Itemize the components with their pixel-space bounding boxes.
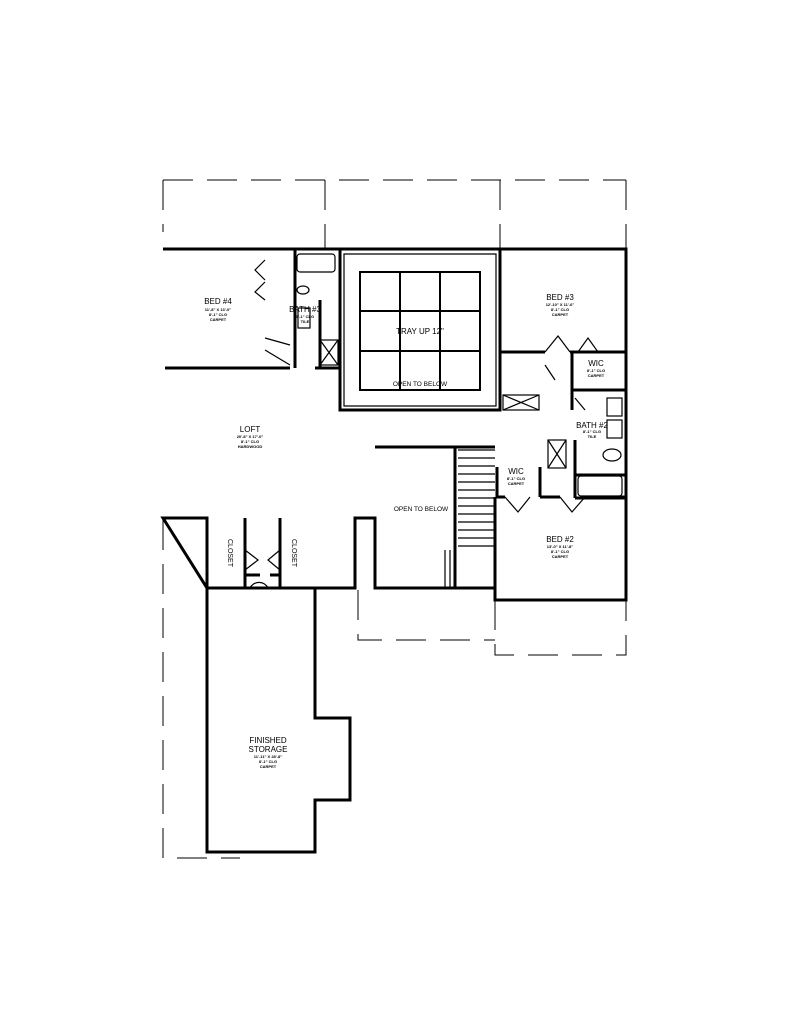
svg-text:8'-1" CLG: 8'-1" CLG [209,312,227,317]
svg-text:11'-11" X 28'-8": 11'-11" X 28'-8" [254,754,282,759]
svg-text:CARPET: CARPET [552,554,569,559]
room-bath3: BATH #3 8'-1" CLG TILE [289,305,321,324]
tray-ceiling-grid [359,271,481,391]
svg-text:HARDWOOD: HARDWOOD [238,444,263,449]
svg-text:13'-0" X 11'-8": 13'-0" X 11'-8" [547,544,573,549]
svg-text:WIC: WIC [508,467,524,476]
svg-text:8'-1" CLG: 8'-1" CLG [259,759,277,764]
closet-label-left: CLOSET [226,539,233,568]
svg-text:CARPET: CARPET [210,317,227,322]
room-storage: FINISHED STORAGE 11'-11" X 28'-8" 8'-1" … [249,736,288,769]
svg-text:8'-1" CLG: 8'-1" CLG [507,476,525,481]
svg-text:8'-1" CLG: 8'-1" CLG [587,368,605,373]
roof-outline [162,179,627,859]
svg-text:CARPET: CARPET [508,481,525,486]
svg-text:TILE: TILE [588,434,597,439]
closet-label-right: CLOSET [290,539,297,568]
svg-text:FINISHED: FINISHED [249,736,287,745]
svg-text:CARPET: CARPET [588,373,605,378]
svg-text:TRAY UP 12": TRAY UP 12" [396,327,444,336]
room-bath2: BATH #2 8'-1" CLG TILE [576,421,608,439]
exterior-walls [160,247,628,854]
room-bed4: BED #4 11'-8" X 13'-0" 8'-1" CLG CARPET [204,297,232,322]
room-tray: TRAY UP 12" OPEN TO BELOW [393,327,448,388]
room-wic3: WIC 8'-1" CLG CARPET [587,359,605,378]
svg-text:11'-8" X 13'-0": 11'-8" X 13'-0" [205,307,231,312]
svg-text:BED #2: BED #2 [546,535,574,544]
svg-text:OPEN TO BELOW: OPEN TO BELOW [393,381,448,388]
svg-text:12'-10" X 11'-6": 12'-10" X 11'-6" [546,302,575,307]
svg-text:8'-1" CLG: 8'-1" CLG [583,429,601,434]
svg-text:CARPET: CARPET [552,312,569,317]
svg-text:BATH #2: BATH #2 [576,421,608,430]
svg-text:STORAGE: STORAGE [249,745,288,754]
svg-text:WIC: WIC [588,359,604,368]
doors [244,259,599,589]
svg-text:8'-1" CLG: 8'-1" CLG [551,307,569,312]
room-wic2: WIC 8'-1" CLG CARPET [507,467,525,486]
svg-text:BED #3: BED #3 [546,293,574,302]
svg-text:20'-8" X 17'-0": 20'-8" X 17'-0" [237,434,264,439]
svg-text:TILE: TILE [301,319,310,324]
room-bed2: BED #2 13'-0" X 11'-8" 8'-1" CLG CARPET [546,535,574,559]
svg-text:LOFT: LOFT [240,425,261,434]
svg-text:BED #4: BED #4 [204,297,232,306]
svg-text:8'-1" CLG: 8'-1" CLG [296,314,314,319]
room-bed3: BED #3 12'-10" X 11'-6" 8'-1" CLG CARPET [546,293,575,317]
svg-text:BATH #3: BATH #3 [289,305,321,314]
open-to-below-label: OPEN TO BELOW [394,506,449,513]
svg-text:8'-1" CLG: 8'-1" CLG [241,439,259,444]
stairs [444,449,495,588]
svg-text:CARPET: CARPET [260,764,277,769]
svg-text:8'-1" CLG: 8'-1" CLG [551,549,569,554]
room-loft: LOFT 20'-8" X 17'-0" 8'-1" CLG HARDWOOD [237,425,264,449]
plumbing-fixtures [296,253,623,497]
